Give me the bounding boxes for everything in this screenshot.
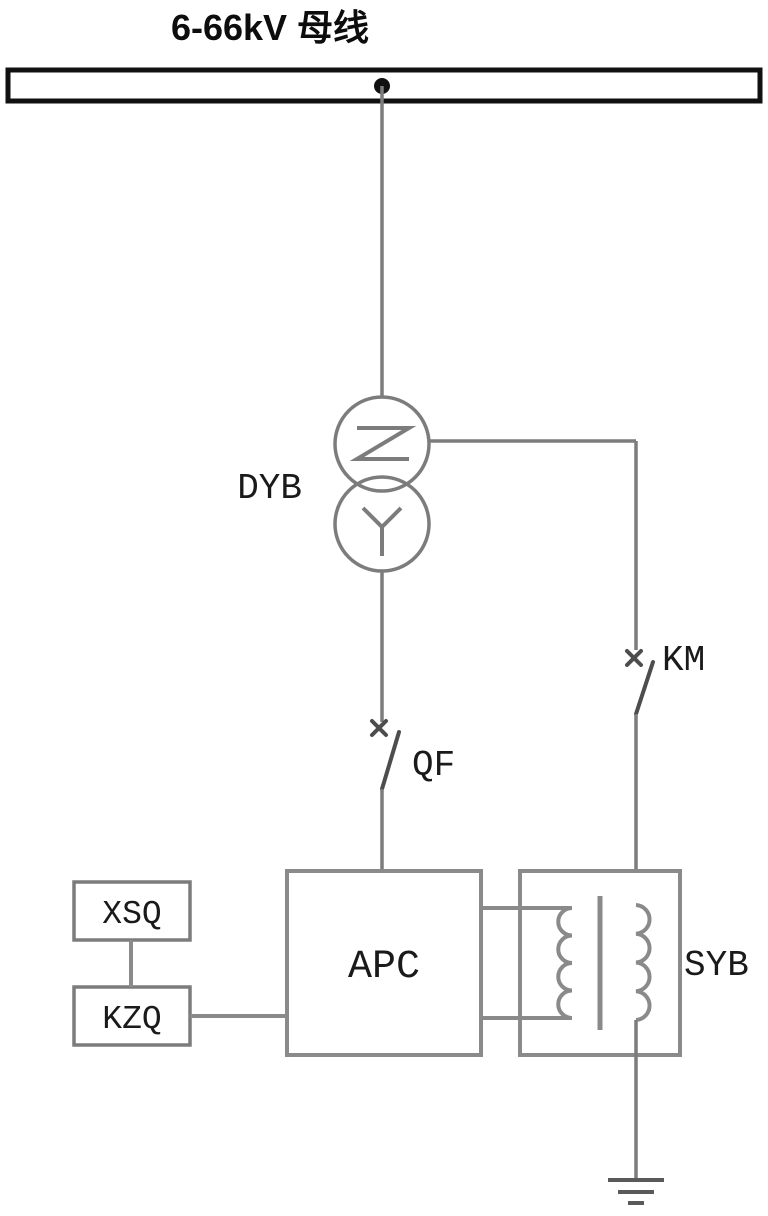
syb-left-coil [556, 906, 573, 1020]
km-blade [634, 660, 655, 716]
apc-box [285, 869, 483, 1057]
kzq-box [72, 985, 192, 1047]
label-km: KM [662, 640, 705, 681]
transformer-dyb [333, 395, 431, 573]
breaker-qf-switch [370, 719, 401, 791]
transformer-primary-circle [333, 395, 431, 493]
contactor-km-switch [625, 649, 655, 716]
syb-transformer-icon [556, 896, 652, 1030]
label-xsq: XSQ [102, 896, 161, 933]
qf-blade [380, 730, 401, 791]
label-dyb: DYB [237, 468, 302, 509]
label-syb: SYB [684, 945, 749, 986]
wye-winding-icon [361, 506, 403, 556]
busbar [5, 67, 763, 104]
xsq-box [72, 880, 192, 942]
diagram-title: 6-66kV 母线 [171, 7, 369, 48]
zigzag-winding-icon [349, 426, 417, 461]
label-kzq: KZQ [102, 1001, 161, 1038]
label-qf: QF [412, 745, 455, 786]
syb-right-coil [635, 903, 652, 1022]
label-apc: APC [348, 945, 420, 990]
ground-icon [608, 1178, 664, 1205]
